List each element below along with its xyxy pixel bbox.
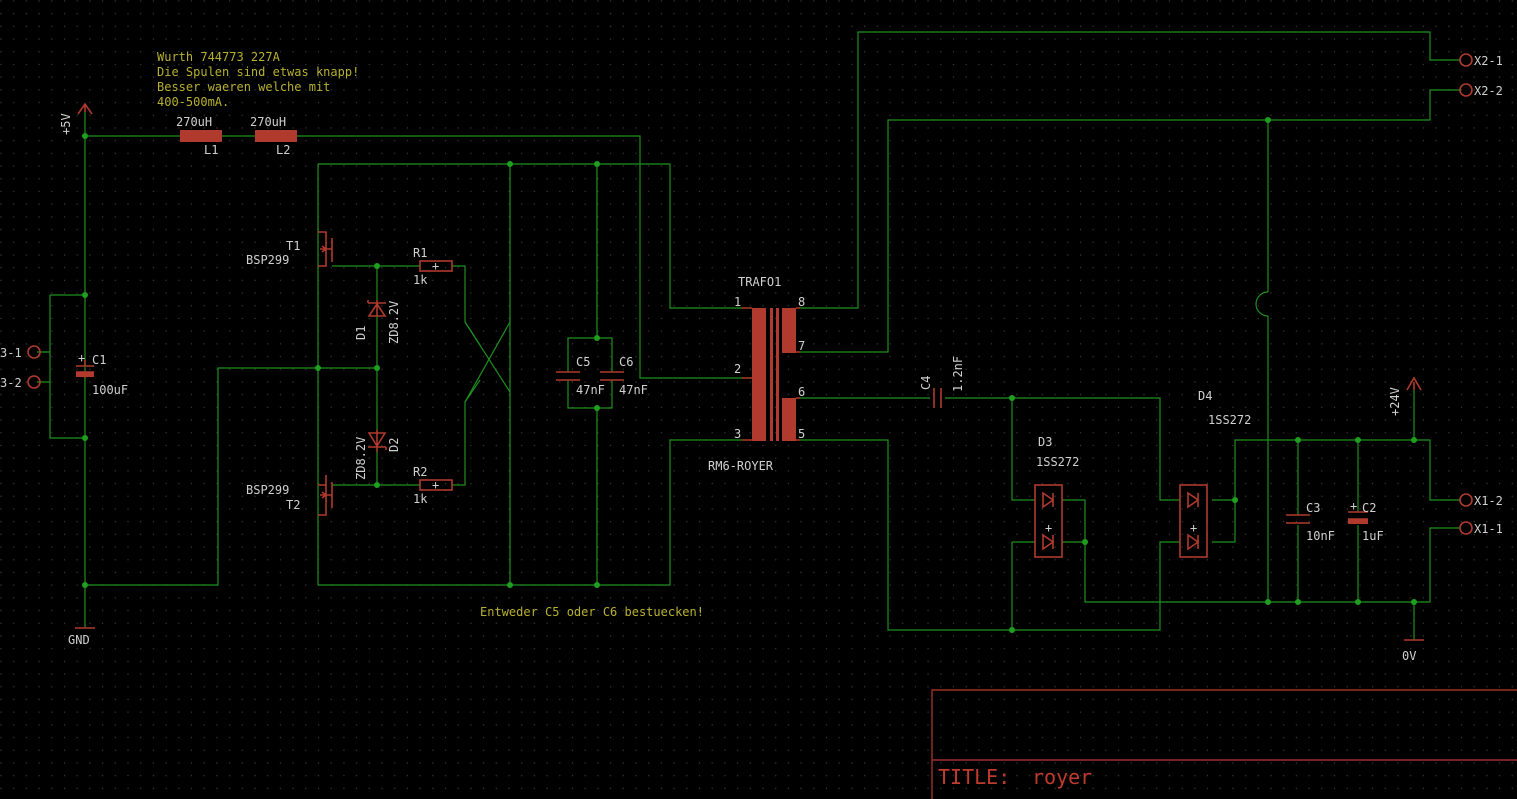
inductor-l2[interactable]: 270uH L2: [250, 115, 297, 157]
transformer-trafo1[interactable]: TRAFO1 RM6-ROYER 1 2 3 8 7 6 5: [708, 275, 805, 473]
coil-note-line: 400-500mA.: [157, 95, 229, 109]
capacitor-c3-name: C3: [1306, 501, 1320, 515]
supply-24v-symbol: +24V: [1388, 376, 1422, 416]
inductor-l2-name: L2: [276, 143, 290, 157]
transformer-pin-label: 1: [734, 295, 741, 309]
capacitor-c6[interactable]: C6 47nF: [600, 355, 648, 397]
capacitor-c1[interactable]: + C1 100uF: [76, 351, 128, 397]
transformer-trafo1-value: RM6-ROYER: [708, 459, 774, 473]
mosfet-t2[interactable]: BSP299 T2: [246, 475, 333, 516]
transformer-pin-label: 2: [734, 362, 741, 376]
resistor-r1-plus: +: [432, 259, 439, 273]
capacitor-c3[interactable]: C3 10nF: [1286, 501, 1335, 543]
zener-diode-d2[interactable]: D2 ZD8.2V: [354, 430, 401, 480]
mosfet-t1[interactable]: T1 BSP299: [246, 231, 333, 267]
supply-5v-symbol: +5V: [59, 102, 93, 135]
mosfet-t1-name: T1: [286, 239, 300, 253]
connector-x2-1[interactable]: X2-1: [1459, 53, 1503, 68]
title-block: TITLE: royer: [931, 689, 1517, 799]
connector-x2-2[interactable]: X2-2: [1459, 83, 1503, 98]
capacitor-c2-value: 1uF: [1362, 529, 1384, 543]
title-label: TITLE:: [938, 765, 1010, 789]
capacitor-c4-value: 1.2nF: [951, 356, 965, 392]
capacitor-c2-name: C2: [1362, 501, 1376, 515]
coil-note-line: Die Spulen sind etwas knapp!: [157, 65, 359, 79]
capacitor-c4[interactable]: C4 1.2nF: [919, 356, 965, 408]
transformer-pin-label: 6: [798, 385, 805, 399]
resistor-r2-name: R2: [413, 465, 427, 479]
gnd-symbol: GND: [68, 627, 95, 647]
capacitor-c5-value: 47nF: [576, 383, 605, 397]
connector-x2-2-label: X2-2: [1474, 84, 1503, 98]
capacitor-c6-name: C6: [619, 355, 633, 369]
diode-d4[interactable]: + D4 1SS272: [1179, 389, 1251, 558]
zener-diode-d1-name: D1: [354, 326, 368, 340]
capacitor-c1-value: 100uF: [92, 383, 128, 397]
connector-x1-2-label: X1-2: [1474, 494, 1503, 508]
diode-d4-plus: +: [1190, 521, 1197, 535]
capacitor-c5-name: C5: [576, 355, 590, 369]
resistor-r2-plus: +: [432, 478, 439, 492]
wires: [37, 31, 1460, 640]
resistor-r1-value: 1k: [413, 273, 428, 287]
capacitor-c1-name: C1: [92, 353, 106, 367]
diode-d3[interactable]: + D3 1SS272: [1034, 435, 1079, 558]
inductor-l1-value: 270uH: [176, 115, 212, 129]
resistor-r1[interactable]: + R1 1k: [413, 246, 453, 287]
title-value: royer: [1032, 765, 1092, 789]
connector-x3-2-label: 3-2: [0, 376, 22, 390]
resistor-r2-value: 1k: [413, 492, 428, 506]
connector-x3-1[interactable]: 3-1: [0, 345, 41, 360]
connector-x1-2[interactable]: X1-2: [1459, 493, 1503, 508]
diode-d3-value: 1SS272: [1036, 455, 1079, 469]
resistor-r1-name: R1: [413, 246, 427, 260]
coil-note-line: Besser waeren welche mit: [157, 80, 330, 94]
capacitor-c2[interactable]: + C2 1uF: [1348, 499, 1384, 543]
coil-note-line: Wurth 744773 227A: [157, 50, 281, 64]
coil-note: Wurth 744773 227A Die Spulen sind etwas …: [157, 50, 359, 109]
capacitor-note: Entweder C5 oder C6 bestuecken!: [480, 605, 704, 619]
mosfet-t1-value: BSP299: [246, 253, 289, 267]
inductor-l1[interactable]: 270uH L1: [176, 115, 222, 157]
capacitor-c1-plus: +: [78, 351, 85, 365]
wire-crossover: [1255, 291, 1269, 317]
transformer-pin-label: 8: [798, 295, 805, 309]
supply-24v-label: +24V: [1388, 387, 1402, 416]
connector-x1-1[interactable]: X1-1: [1459, 521, 1503, 536]
capacitor-c5[interactable]: C5 47nF: [556, 355, 605, 397]
gnd-label: GND: [68, 633, 90, 647]
capacitor-c6-value: 47nF: [619, 383, 648, 397]
zener-diode-d1-value: ZD8.2V: [387, 301, 401, 344]
transformer-trafo1-name: TRAFO1: [738, 275, 781, 289]
resistor-r2[interactable]: + R2 1k: [413, 465, 453, 506]
diode-d3-plus: +: [1045, 521, 1052, 535]
connector-x3-1-label: 3-1: [0, 346, 22, 360]
zener-diode-d2-name: D2: [387, 438, 401, 452]
capacitor-c3-value: 10nF: [1306, 529, 1335, 543]
zener-diode-d1[interactable]: D1 ZD8.2V: [354, 300, 401, 344]
supply-5v-label: +5V: [59, 113, 73, 135]
capacitor-c4-name: C4: [919, 376, 933, 390]
inductor-l2-value: 270uH: [250, 115, 286, 129]
transformer-pin-label: 7: [798, 339, 805, 353]
inductor-l1-name: L1: [204, 143, 218, 157]
diode-d4-value: 1SS272: [1208, 413, 1251, 427]
mosfet-t2-value: BSP299: [246, 483, 289, 497]
connector-x2-1-label: X2-1: [1474, 54, 1503, 68]
transformer-pin-label: 3: [734, 427, 741, 441]
zero-v-symbol: 0V: [1402, 639, 1424, 663]
capacitor-c2-plus: +: [1350, 499, 1357, 513]
diode-d3-name: D3: [1038, 435, 1052, 449]
mosfet-t2-name: T2: [286, 498, 300, 512]
junctions: [82, 117, 1417, 633]
transformer-pin-label: 5: [798, 427, 805, 441]
connector-x3-2[interactable]: 3-2: [0, 375, 41, 390]
diode-d4-name: D4: [1198, 389, 1212, 403]
connector-x1-1-label: X1-1: [1474, 522, 1503, 536]
zener-diode-d2-value: ZD8.2V: [354, 437, 368, 480]
zero-v-label: 0V: [1402, 649, 1416, 663]
